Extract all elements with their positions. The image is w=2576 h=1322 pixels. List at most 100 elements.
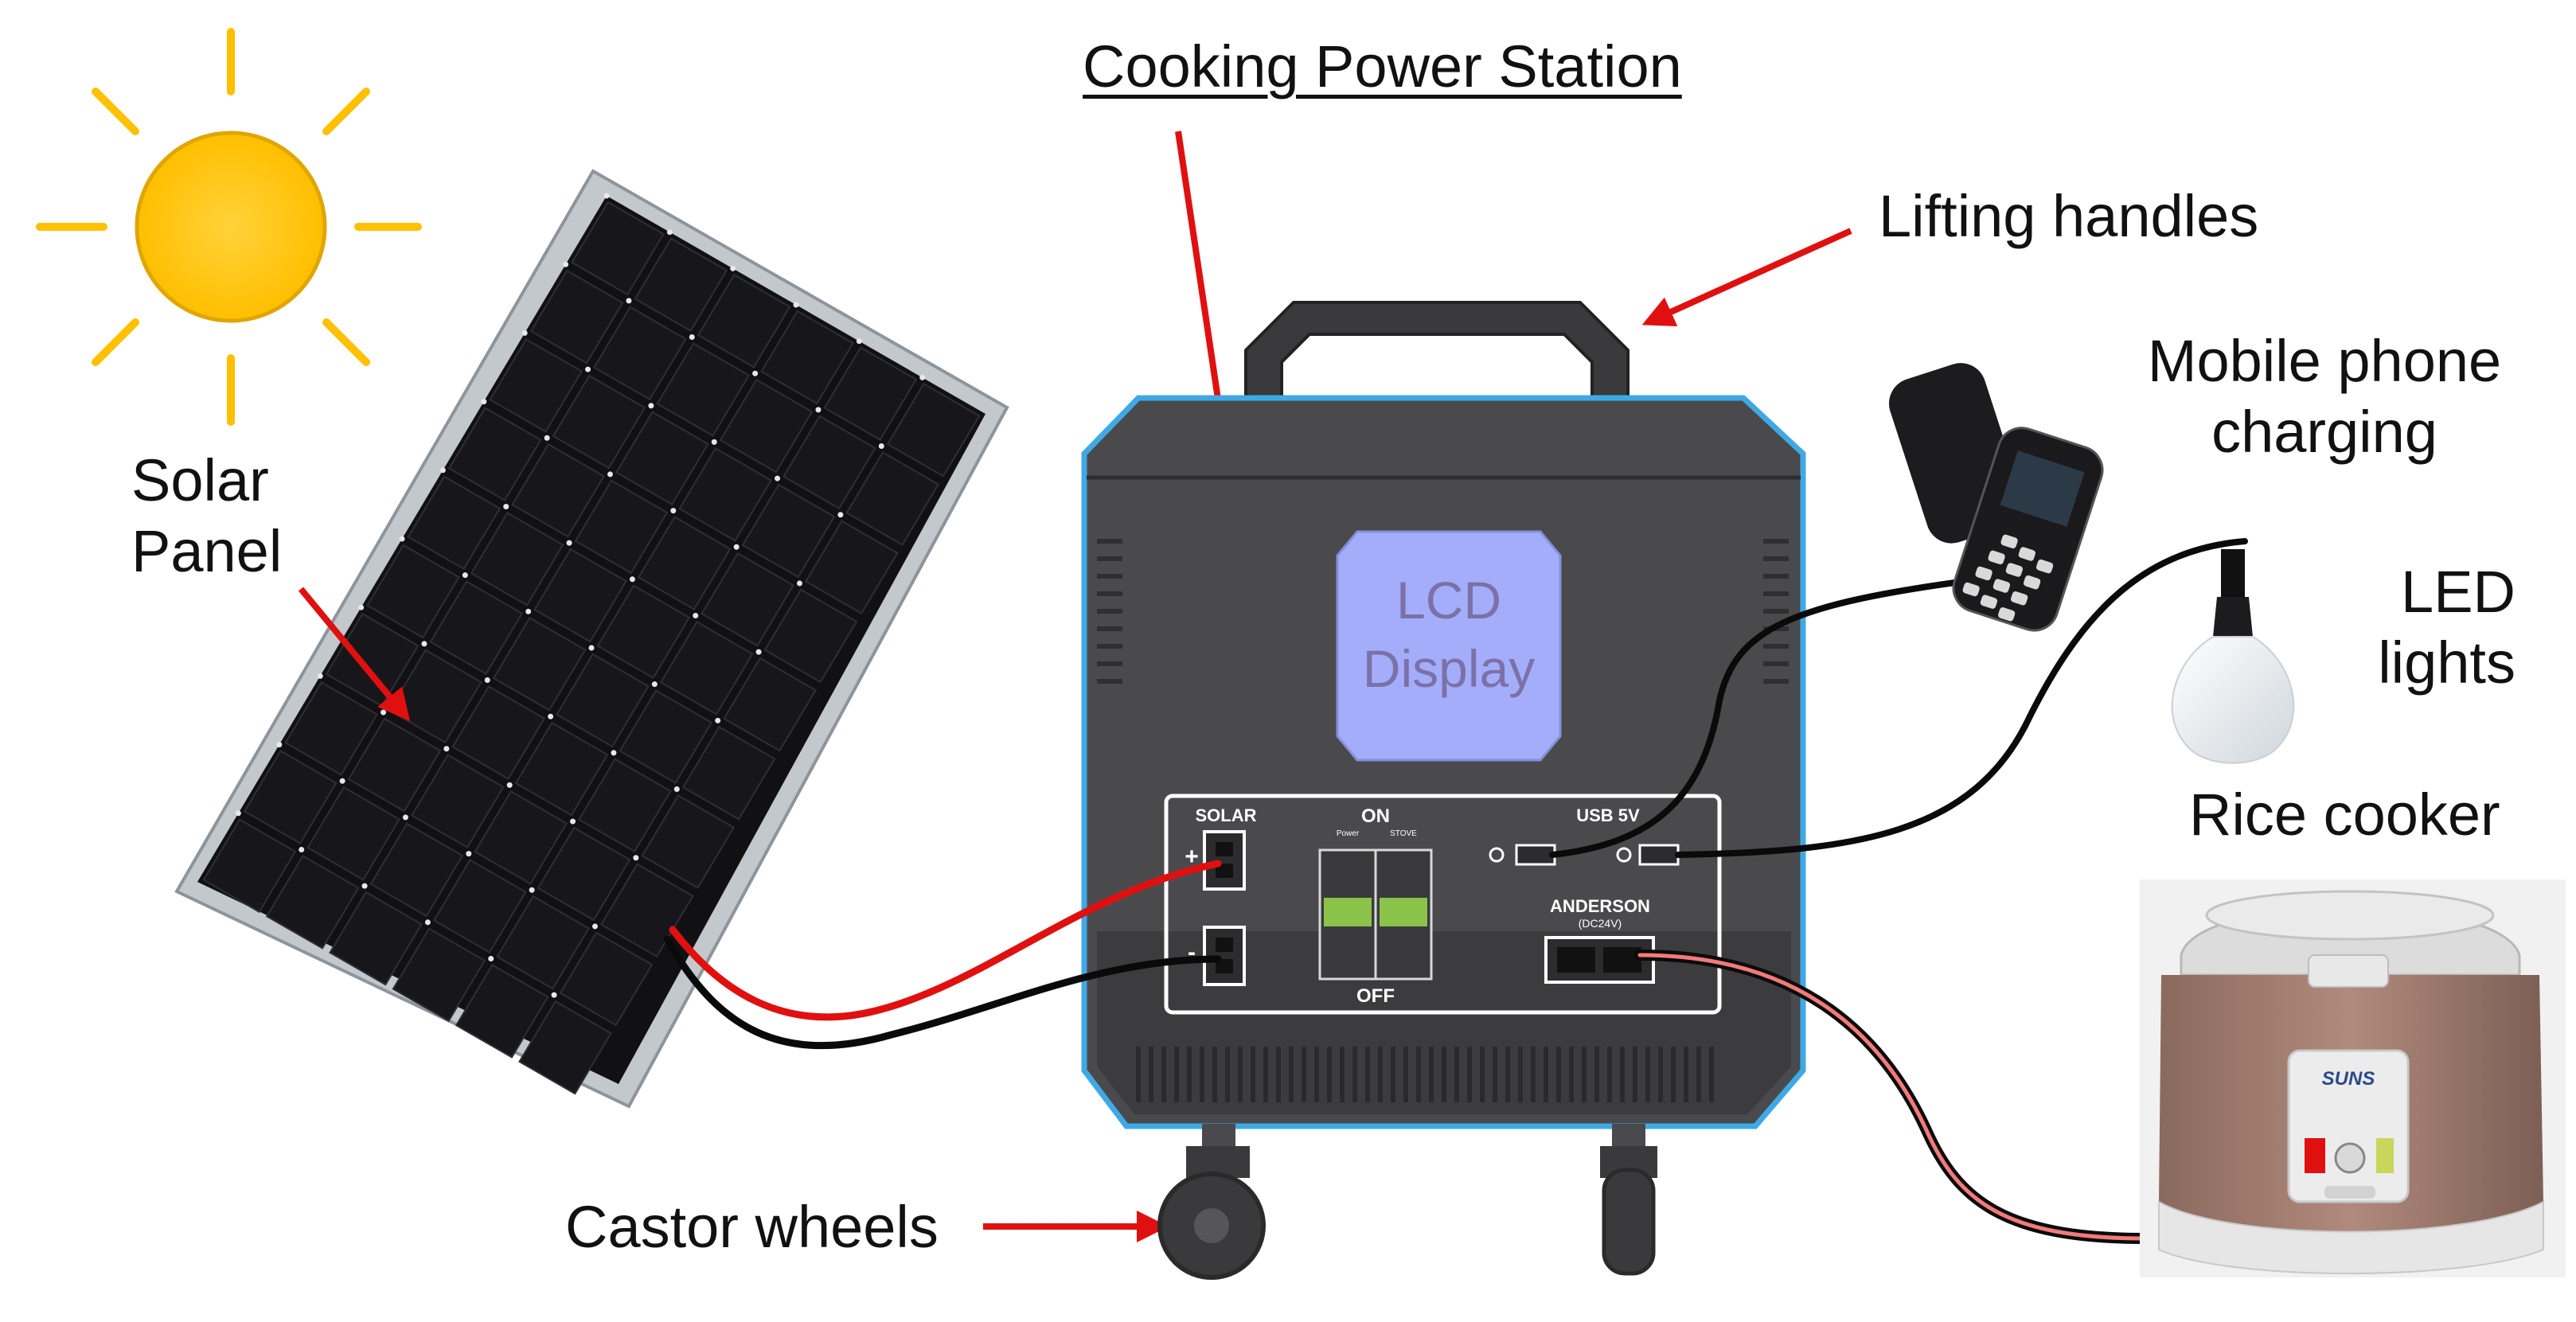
solar-cell	[432, 859, 527, 953]
solar-cell	[637, 516, 732, 610]
phone-key	[2035, 559, 2054, 574]
solar-cell-junction	[752, 370, 759, 376]
solar-cell	[678, 447, 773, 542]
solar-cell-junction	[693, 612, 699, 618]
solar-cell	[559, 931, 654, 1027]
cooking-power-station	[1081, 301, 1806, 1280]
solar-cell	[392, 927, 486, 1023]
solar-cell	[823, 346, 918, 441]
solar-cell	[455, 964, 549, 1059]
solar-cell	[511, 443, 606, 538]
solar-cell	[514, 721, 609, 817]
phone-key	[1988, 550, 2005, 565]
solar-cell	[306, 786, 401, 881]
castor-wheel-right	[1600, 1124, 1657, 1276]
solar-cell	[760, 310, 854, 405]
solar-cell	[681, 725, 776, 821]
phone-key	[1992, 579, 2011, 593]
solar-cell-junction	[563, 261, 569, 267]
anderson-label: ANDERSON	[1550, 896, 1650, 916]
solar-cell-junction	[856, 338, 862, 345]
solar-cell	[533, 548, 627, 643]
solar-cell-junction	[878, 443, 884, 450]
label-led-line1: LED	[2401, 559, 2516, 625]
cable-solar-black	[663, 935, 1222, 1050]
solar-cell-junction	[317, 673, 323, 679]
solar-cell	[265, 855, 360, 950]
solar-cell-junction	[611, 750, 617, 756]
solar-cell-junction	[421, 641, 427, 647]
solar-cell-junction	[299, 846, 305, 852]
plus-sign: +	[1185, 844, 1199, 870]
minus-sign: -	[1188, 939, 1196, 965]
solar-cell	[329, 891, 423, 986]
solar-cell-junction	[648, 403, 654, 409]
arrow-solar	[298, 587, 411, 722]
solar-cell	[447, 407, 542, 501]
arrow-lifting	[1641, 228, 1852, 327]
solar-cell-junction	[733, 544, 740, 550]
solar-cell	[369, 822, 464, 918]
stove-switch	[1374, 848, 1433, 981]
solar-cell	[489, 337, 584, 433]
switch-on-label: ON	[1361, 805, 1390, 827]
solar-cell-junction	[666, 229, 673, 236]
solar-cell	[574, 479, 669, 575]
anderson-voltage-label: (DC24V)	[1578, 917, 1622, 930]
solar-cell-junction	[529, 887, 535, 893]
label-lifting-handles: Lifting handles	[1879, 183, 2259, 249]
solar-cell	[410, 754, 505, 849]
solar-cell	[659, 621, 754, 716]
lcd-line1: LCD	[1395, 571, 1502, 630]
solar-panel	[174, 169, 1009, 1109]
solar-cell	[577, 758, 672, 853]
solar-cell-junction	[381, 709, 387, 716]
solar-cell	[474, 790, 568, 885]
solar-cell-junction	[570, 818, 576, 825]
usb-label: USB 5V	[1576, 805, 1640, 825]
solar-cell-junction	[544, 435, 550, 441]
solar-port-positive	[1203, 830, 1246, 891]
solar-cell	[763, 588, 858, 684]
solar-cell	[697, 273, 791, 369]
lifting-handle	[1244, 301, 1630, 400]
cooker-brand: SUNS	[2321, 1068, 2375, 1090]
phone-key	[1980, 595, 1998, 609]
solar-cell	[656, 342, 751, 437]
solar-cell-junction	[399, 536, 405, 542]
phone-key	[2000, 534, 2018, 549]
solar-cell-junction	[462, 572, 468, 579]
solar-cell-junction	[521, 330, 528, 336]
phone-key	[2018, 547, 2035, 561]
solar-cell	[470, 512, 564, 606]
solar-cell-junction	[439, 467, 446, 474]
solar-cell-junction	[402, 814, 408, 821]
solar-cell	[552, 374, 646, 470]
mobile-phone	[1888, 363, 2104, 632]
solar-cell-junction	[670, 508, 677, 514]
label-solar-panel: Solar Panel	[131, 446, 282, 587]
solar-cell	[782, 415, 876, 510]
solar-cell	[599, 863, 694, 958]
solar-cell	[845, 451, 940, 546]
solar-cell	[804, 520, 899, 615]
solar-cell-junction	[585, 366, 591, 372]
phone-key	[1975, 566, 1992, 581]
solar-port-label: SOLAR	[1195, 805, 1257, 825]
solar-cell-junction	[466, 851, 472, 857]
arrow-title	[1175, 131, 1237, 448]
solar-cell-junction	[551, 992, 557, 998]
cable-led	[1675, 538, 2248, 858]
label-mobile-line1: Mobile phone	[2147, 328, 2502, 394]
solar-cell	[701, 552, 795, 647]
diagram-title: Cooking Power Station	[1083, 33, 1682, 99]
solar-cell-junction	[815, 407, 822, 413]
solar-cell-junction	[607, 471, 613, 478]
solar-cell-junction	[837, 512, 844, 518]
solar-cell	[619, 689, 713, 784]
cable-solar-red	[669, 860, 1222, 1021]
phone-key	[1998, 607, 2016, 622]
solar-cell	[886, 382, 981, 478]
